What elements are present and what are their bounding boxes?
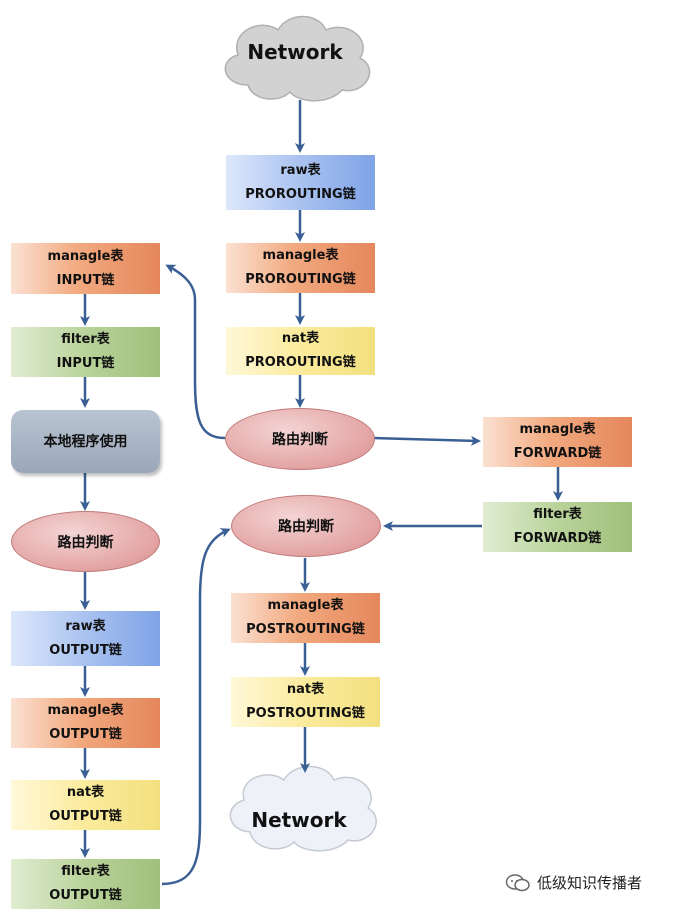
arrow-filter-output-to-route [161,528,231,886]
network-cloud-top [224,15,371,102]
mangle-postrouting-table: managle表 [267,598,344,613]
filter-forward-box: filter表 FORWARD链 [483,502,632,552]
nat-postrouting-chain: POSTROUTING链 [246,706,365,721]
mangle-input-table: managle表 [47,248,124,264]
arrow-route-to-forward [373,435,481,446]
nat-output-table: nat表 [66,785,105,800]
local-process-label: 本地程序使用 [43,433,128,450]
raw-prerouting-table: raw表 [280,162,321,178]
route-decision-left: 路由判断 [11,511,160,572]
network-cloud-bottom [229,765,377,852]
wechat-icon [505,873,530,891]
filter-input-box: filter表 INPUT链 [11,327,160,377]
route-decision-2: 路由判断 [231,495,381,557]
mangle-output-chain: OUTPUT链 [49,727,122,742]
nat-prerouting-table: nat表 [281,331,320,346]
nat-postrouting-table: nat表 [286,682,325,697]
raw-output-chain: OUTPUT链 [49,642,122,658]
filter-input-table: filter表 [61,332,110,347]
mangle-prerouting-chain: PROROUTING链 [245,272,356,287]
filter-forward-table: filter表 [533,507,582,522]
local-process-box: 本地程序使用 [11,410,160,473]
mangle-prerouting-table: managle表 [262,248,339,263]
raw-output-box: raw表 OUTPUT链 [11,611,160,666]
mangle-output-table: managle表 [47,703,124,718]
raw-prerouting-chain: PROROUTING链 [245,186,356,202]
watermark-text: 低级知识传播者 [537,874,643,892]
mangle-prerouting-box: managle表 PROROUTING链 [226,243,375,293]
arrow-route-to-input [165,264,226,440]
mangle-input-chain: INPUT链 [56,272,115,288]
nat-output-box: nat表 OUTPUT链 [11,780,160,830]
raw-prerouting-box: raw表 PROROUTING链 [226,155,375,210]
route-decision-1: 路由判断 [225,408,375,470]
mangle-input-box: managle表 INPUT链 [11,243,160,294]
filter-output-table: filter表 [61,864,110,879]
network-bottom-label: Network [251,808,347,832]
nat-postrouting-box: nat表 POSTROUTING链 [231,677,380,727]
mangle-postrouting-chain: POSTROUTING链 [246,622,365,637]
filter-forward-chain: FORWARD链 [513,531,602,546]
mangle-forward-table: managle表 [519,422,596,437]
mangle-postrouting-box: managle表 POSTROUTING链 [231,593,380,643]
nat-prerouting-chain: PROROUTING链 [245,355,356,370]
filter-output-chain: OUTPUT链 [49,888,122,903]
watermark: 低级知识传播者 [505,872,642,893]
mangle-output-box: managle表 OUTPUT链 [11,698,160,748]
filter-output-box: filter表 OUTPUT链 [11,859,160,909]
mangle-forward-chain: FORWARD链 [513,446,602,461]
nat-output-chain: OUTPUT链 [49,809,122,824]
filter-input-chain: INPUT链 [56,356,115,371]
nat-prerouting-box: nat表 PROROUTING链 [226,327,375,375]
mangle-forward-box: managle表 FORWARD链 [483,417,632,467]
raw-output-table: raw表 [65,618,106,634]
network-top-label: Network [247,40,343,64]
